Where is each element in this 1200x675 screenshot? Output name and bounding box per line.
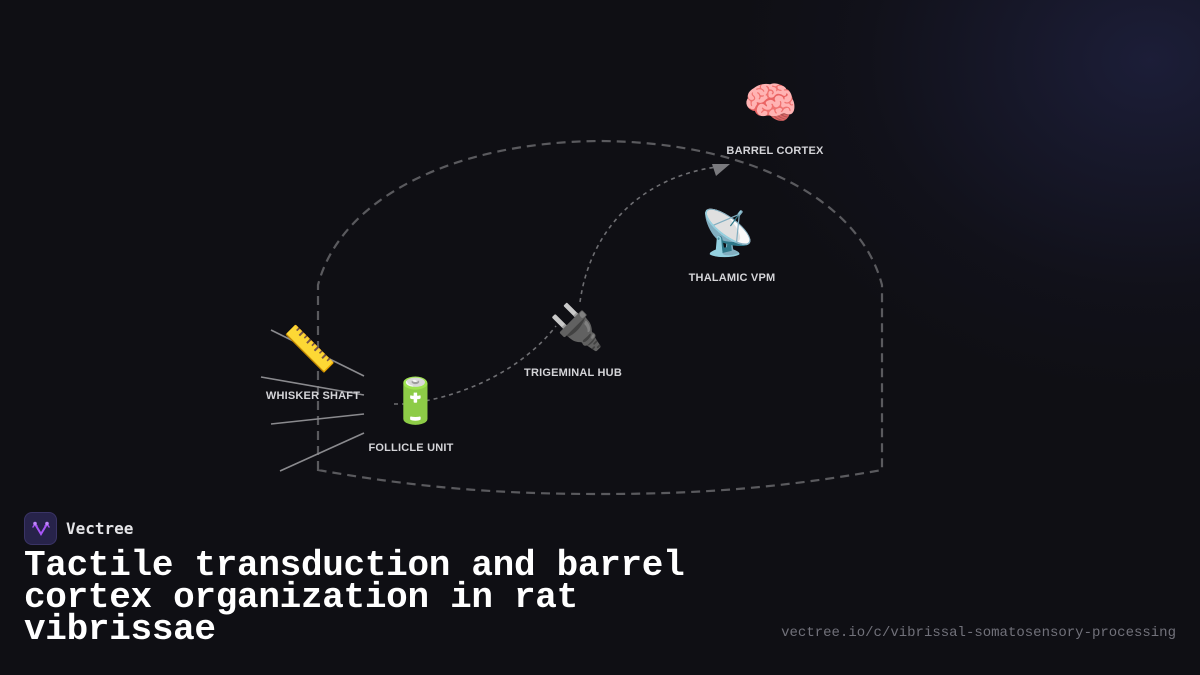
source-url[interactable]: vectree.io/c/vibrissal-somatosensory-pro… [781,625,1176,641]
whisker-lines [260,329,365,472]
satellite-dish-icon: 📡 [700,208,755,259]
plug-icon: 🔌 [549,302,604,353]
brand-name: Vectree [66,519,134,538]
node-label-thalamic-vpm: THALAMIC VPM [688,272,776,284]
node-label-whisker-shaft: WHISKER SHAFT [265,390,361,402]
node-label-trigeminal-hub: TRIGEMINAL HUB [524,367,622,379]
edge-follicle-trigeminal [394,325,557,405]
system-boundary [316,139,884,496]
arrowhead-icon [712,164,730,176]
ruler-icon: 📏 [282,324,337,375]
node-label-barrel-cortex: BARREL CORTEX [726,145,824,157]
battery-icon: 🔋 [388,376,443,427]
node-label-follicle-unit: FOLLICLE UNIT [368,442,454,454]
brand[interactable]: Vectree [24,512,133,545]
edge-trigeminal-cortex [579,166,717,303]
vectree-logo-icon [24,512,57,545]
brain-icon: 🧠 [743,78,798,129]
page-title: Tactile transduction and barrel cortex o… [24,545,685,650]
